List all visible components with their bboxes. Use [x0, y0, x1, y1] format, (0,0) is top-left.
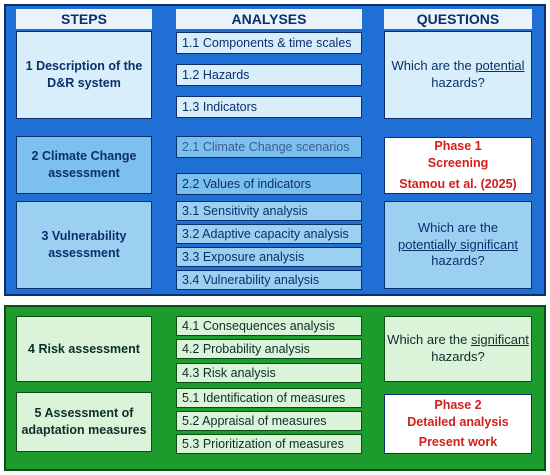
phase-2-note: Present work [418, 435, 498, 450]
step-2: 2 Climate Change assessment [16, 136, 152, 194]
phase-1-note: Stamou et al. (2025) [399, 176, 517, 191]
header-questions: QUESTIONS [384, 9, 532, 29]
phase-2-box: Phase 2 Detailed analysis Present work [384, 394, 532, 454]
analysis-4-1: 4.1 Consequences analysis [176, 316, 362, 336]
phase-2-title: Phase 2 [434, 397, 482, 412]
question-potentially-significant-hazards: Which are the potentially significant ha… [384, 201, 532, 289]
question-1-post: hazards? [431, 75, 485, 90]
question-2-post: hazards? [431, 253, 485, 269]
analysis-3-4: 3.4 Vulnerability analysis [176, 270, 362, 290]
analysis-4-3: 4.3 Risk analysis [176, 363, 362, 383]
step-4: 4 Risk assessment [16, 316, 152, 382]
step-3: 3 Vulnerability assessment [16, 201, 152, 289]
question-significant-hazards: Which are the significant hazards? [384, 316, 532, 382]
question-potential-hazards: Which are the potential hazards? [384, 31, 532, 119]
analysis-3-1: 3.1 Sensitivity analysis [176, 201, 362, 221]
question-2-key: potentially significant [398, 236, 518, 252]
analysis-2-2: 2.2 Values of indicators [176, 173, 362, 195]
phase-1-subtitle: Screening [427, 156, 489, 171]
analysis-1-1: 1.1 Components & time scales [176, 32, 362, 54]
phase-2-subtitle: Detailed analysis [407, 414, 509, 429]
step-5: 5 Assessment of adaptation measures [16, 392, 152, 452]
analysis-5-3: 5.3 Prioritization of measures [176, 434, 362, 454]
question-3-pre: Which are the [387, 332, 471, 348]
step-1: 1 Description of the D&R system [16, 31, 152, 119]
analysis-3-2: 3.2 Adaptive capacity analysis [176, 224, 362, 244]
question-1-pre: Which are the [391, 58, 476, 74]
analysis-5-1: 5.1 Identification of measures [176, 388, 362, 408]
analysis-2-1: 2.1 Climate Change scenarios [176, 136, 362, 158]
question-2-pre: Which are the [417, 219, 499, 235]
question-3-post: hazards? [431, 349, 485, 364]
analysis-1-3: 1.3 Indicators [176, 96, 362, 118]
header-analyses: ANALYSES [176, 9, 362, 29]
analysis-5-2: 5.2 Appraisal of measures [176, 411, 362, 431]
analysis-3-3: 3.3 Exposure analysis [176, 247, 362, 267]
question-1-key: potential [475, 58, 525, 74]
phase-1-title: Phase 1 [434, 139, 482, 154]
question-3-key: significant [471, 332, 529, 348]
header-steps: STEPS [16, 9, 152, 29]
analysis-1-2: 1.2 Hazards [176, 64, 362, 86]
analysis-4-2: 4.2 Probability analysis [176, 339, 362, 359]
phase-1-box: Phase 1 Screening Stamou et al. (2025) [384, 137, 532, 194]
